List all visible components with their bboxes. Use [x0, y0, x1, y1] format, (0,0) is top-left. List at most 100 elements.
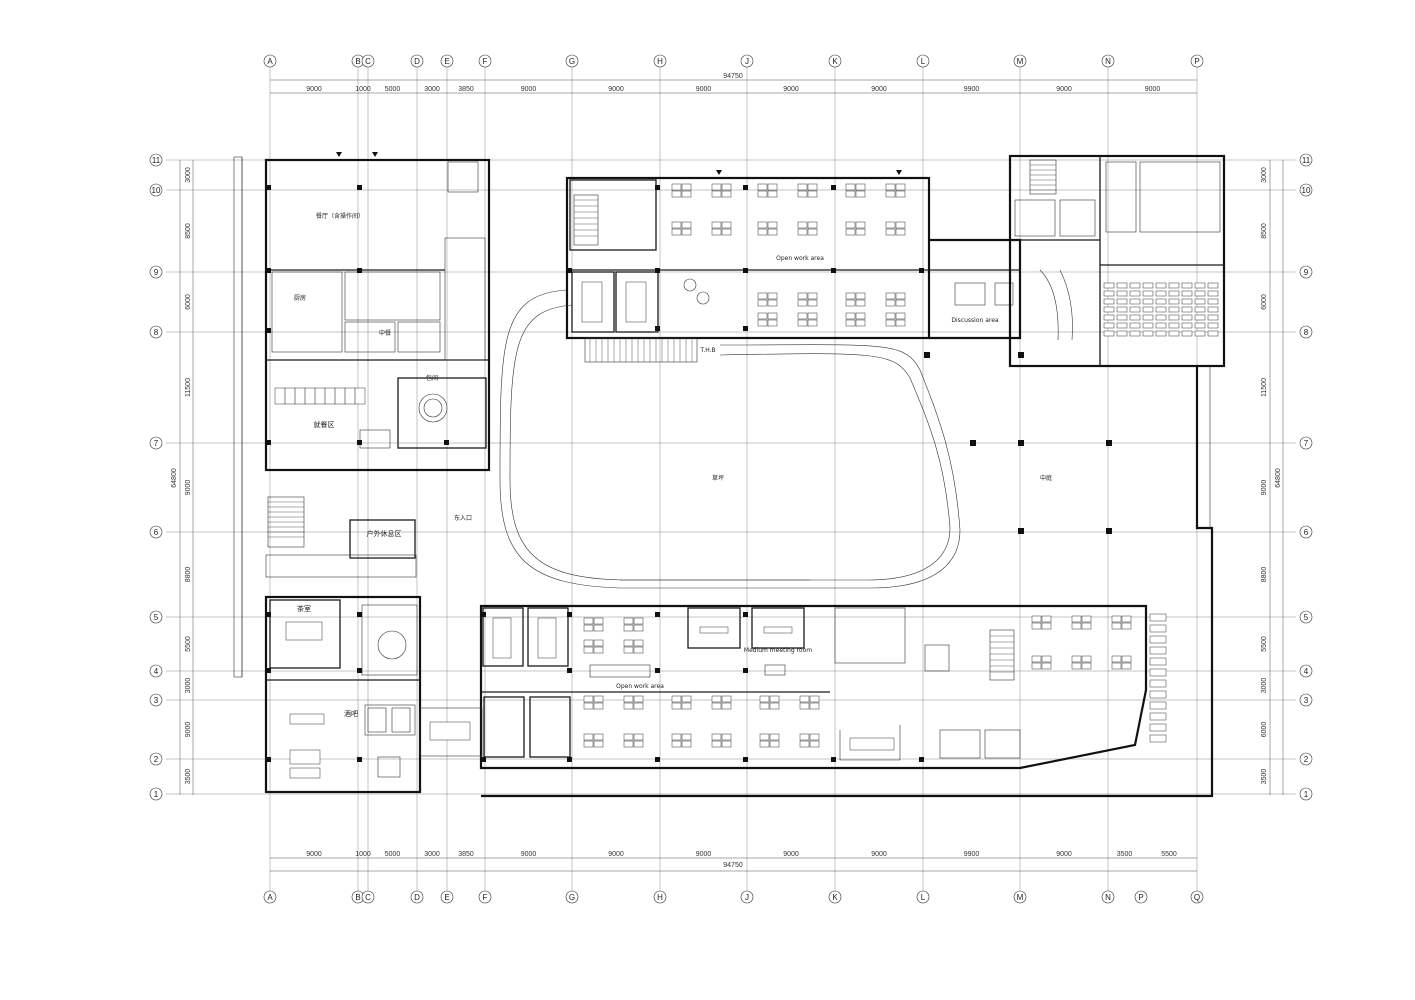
desk [623, 646, 634, 654]
auditorium-seats [1103, 282, 1219, 337]
desk [1031, 615, 1042, 623]
desk [757, 221, 768, 229]
dimension-lines [179, 79, 1284, 872]
desk [633, 624, 644, 632]
room-open-work-north: Open work area [776, 255, 824, 262]
desk [593, 695, 604, 703]
desk [895, 183, 906, 191]
west-walkway [233, 156, 243, 678]
desk [1081, 622, 1092, 630]
dimension-label: 3000 [1261, 167, 1268, 183]
desk [767, 312, 778, 320]
desk [721, 190, 732, 198]
desk [623, 702, 634, 710]
desk [1071, 622, 1082, 630]
seat [1103, 322, 1115, 329]
desk [769, 695, 780, 703]
desk [1041, 662, 1052, 670]
grid-bubble-label: L [921, 893, 926, 902]
desk [1041, 655, 1052, 663]
desk [681, 733, 692, 741]
desk [1081, 655, 1092, 663]
desk [799, 733, 810, 741]
desk [855, 312, 866, 320]
desk [1041, 615, 1052, 623]
grid-bubble-label: M [1017, 57, 1024, 66]
grid-bubble-label: D [414, 57, 420, 66]
grid-bubble-label: J [745, 57, 749, 66]
seat [1116, 290, 1128, 297]
desk [681, 221, 692, 229]
desk [633, 733, 644, 741]
desk [757, 292, 768, 300]
dimension-label: 3000 [1261, 678, 1268, 694]
grid-bubble-label: K [832, 57, 838, 66]
seat [1207, 298, 1219, 305]
dimension-label: 3500 [1261, 769, 1268, 785]
desk [895, 228, 906, 236]
desk [623, 740, 634, 748]
dimension-label: 9000 [783, 851, 799, 858]
desk [809, 695, 820, 703]
north-desk-grid [671, 183, 906, 327]
outdoor-rest-zone [265, 496, 417, 578]
seat [1142, 306, 1154, 313]
desk [807, 190, 818, 198]
desk [1111, 615, 1122, 623]
seat [1116, 330, 1128, 337]
room-tea: 茶室 [297, 604, 311, 613]
room-dining-area: 就餐区 [314, 420, 335, 429]
seat [1181, 322, 1193, 329]
dimension-label: 9000 [871, 851, 887, 858]
desk [721, 228, 732, 236]
desk [855, 228, 866, 236]
total-width-bottom: 94750 [723, 862, 743, 869]
north-office-block [565, 176, 1022, 363]
desk [1149, 668, 1167, 677]
grid-bubble-label: N [1105, 893, 1111, 902]
dimension-label: 5500 [185, 636, 192, 652]
desk [769, 702, 780, 710]
desk [1149, 613, 1167, 622]
grid-bubble-label: 6 [154, 528, 159, 537]
room-meeting-south: Medium meeting room [744, 647, 812, 654]
grid-bubble-label: M [1017, 893, 1024, 902]
seat [1155, 290, 1167, 297]
grid-bubble-label: K [832, 893, 838, 902]
room-chinese-kitchen: 中餐 [379, 329, 391, 337]
desk [711, 740, 722, 748]
grid-bubble-label: G [569, 57, 575, 66]
desk [1149, 734, 1167, 743]
desk [885, 292, 896, 300]
desk [807, 319, 818, 327]
dimension-label: 9900 [964, 851, 980, 858]
seat [1129, 314, 1141, 321]
seat [1181, 314, 1193, 321]
desk [767, 221, 778, 229]
desk [767, 183, 778, 191]
dimension-label: 6000 [1261, 294, 1268, 310]
seat [1168, 282, 1180, 289]
seat [1155, 322, 1167, 329]
desk [1149, 657, 1167, 666]
desk [593, 639, 604, 647]
desk [671, 228, 682, 236]
seat [1116, 306, 1128, 313]
grid-bubble-label: H [657, 57, 663, 66]
desk [809, 740, 820, 748]
desk [797, 299, 808, 307]
grid-bubble-label: 4 [1304, 667, 1309, 676]
desk [593, 702, 604, 710]
east-boundary [481, 366, 1214, 798]
dimension-label: 8500 [185, 223, 192, 239]
seat [1181, 290, 1193, 297]
total-height-left: 64800 [171, 468, 178, 488]
total-width-top: 94750 [723, 73, 743, 80]
desk [583, 639, 594, 647]
entrance-markers [336, 152, 902, 175]
desk [593, 740, 604, 748]
desk [799, 740, 810, 748]
seat [1116, 314, 1128, 321]
dimension-label: 3850 [458, 86, 474, 93]
seat [1142, 282, 1154, 289]
